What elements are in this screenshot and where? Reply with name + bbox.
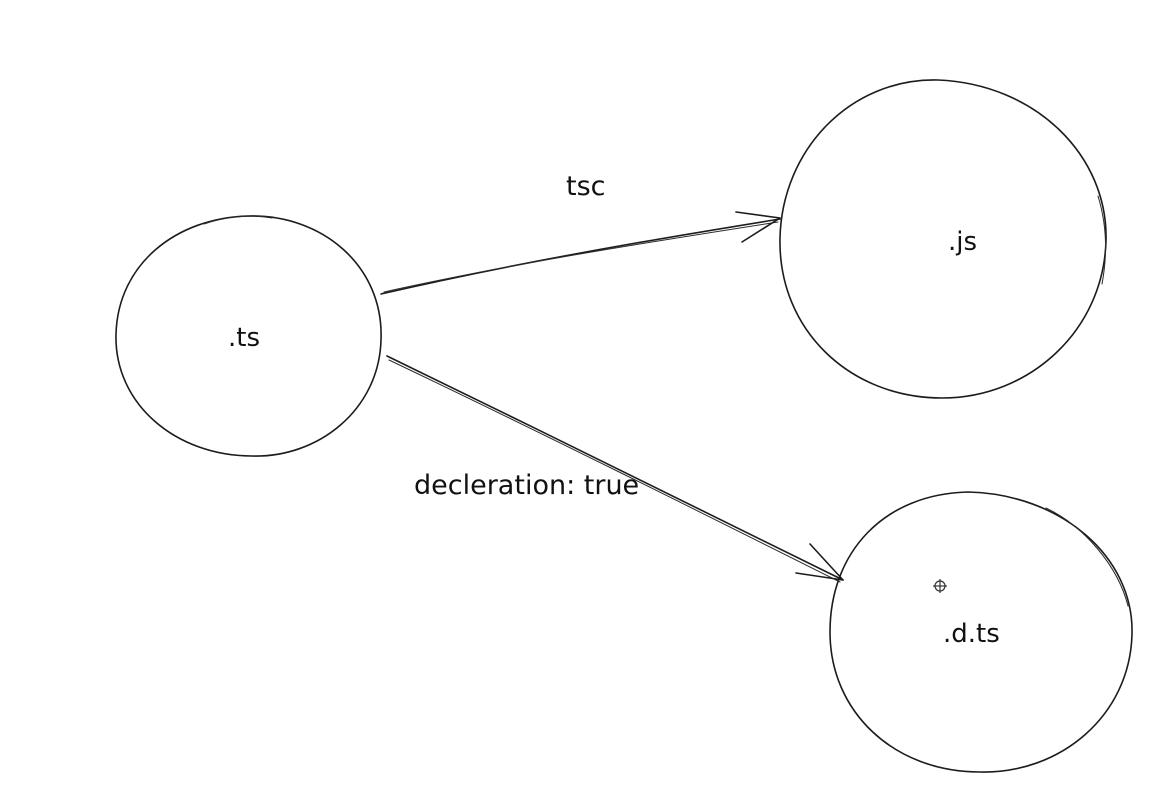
node-ts-circle-overstroke <box>203 215 273 225</box>
node-js[interactable]: .js <box>779 79 1107 399</box>
node-dts-circle-overstroke <box>1045 507 1129 607</box>
node-js-circle <box>779 79 1107 399</box>
node-dts-label: .d.ts <box>943 619 1000 649</box>
node-dts[interactable]: .d.ts <box>829 491 1133 773</box>
edge-ts-to-js-line <box>380 218 781 295</box>
node-ts-label: .ts <box>228 323 260 353</box>
node-ts-circle <box>115 215 382 457</box>
edge-ts-to-dts-label: decleration: true <box>414 470 639 501</box>
edge-ts-to-dts-line-overstroke <box>388 359 841 583</box>
node-dts-circle <box>829 491 1133 773</box>
node-js-circle-overstroke <box>1097 195 1106 285</box>
node-js-label: .js <box>948 227 977 257</box>
edge-ts-to-dts[interactable]: decleration: true <box>386 355 844 583</box>
edge-ts-to-dts-line <box>386 355 844 581</box>
node-ts[interactable]: .ts <box>115 215 382 457</box>
edge-ts-to-dts-arrowhead <box>795 543 844 581</box>
edge-ts-to-js-line-overstroke <box>383 221 779 293</box>
edge-ts-to-js-arrowhead <box>735 211 781 243</box>
edge-ts-to-js-label: tsc <box>566 171 606 202</box>
crosshair-cursor-icon <box>933 579 947 593</box>
edge-ts-to-js[interactable]: tsc <box>380 171 781 295</box>
